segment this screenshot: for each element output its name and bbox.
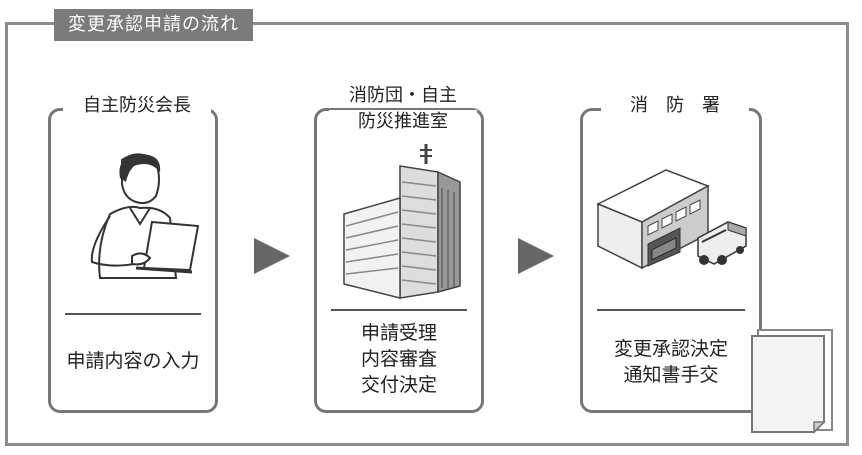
step-1-text: 申請内容の入力: [66, 350, 200, 372]
fire-station-icon: [596, 169, 747, 270]
step-3-text-1: 変更承認決定: [613, 338, 728, 360]
office-building-icon: [343, 144, 461, 299]
step-divider: [597, 309, 745, 311]
step-2-label-2: 防災推進室: [329, 110, 477, 134]
step-2-label-1: 消防団・自主: [329, 84, 477, 108]
person-laptop-icon: [90, 153, 200, 279]
document-icon: [751, 329, 833, 434]
step-2-text-2: 内容審査: [360, 348, 437, 370]
diagram-title: 変更承認申請の流れ: [54, 9, 253, 41]
step-2-text-1: 申請受理: [360, 322, 437, 344]
step-2-text-3: 交付決定: [360, 374, 437, 396]
step-1-label: 自主防災会長: [63, 94, 211, 118]
step-3-label: 消 防 署: [601, 94, 749, 118]
step-divider: [65, 313, 201, 315]
diagram-frame: [5, 22, 849, 446]
step-3-text-2: 通知書手交: [623, 364, 719, 386]
step-divider: [331, 309, 467, 311]
arrow-right-icon: [518, 238, 554, 274]
arrow-right-icon: [254, 238, 290, 274]
